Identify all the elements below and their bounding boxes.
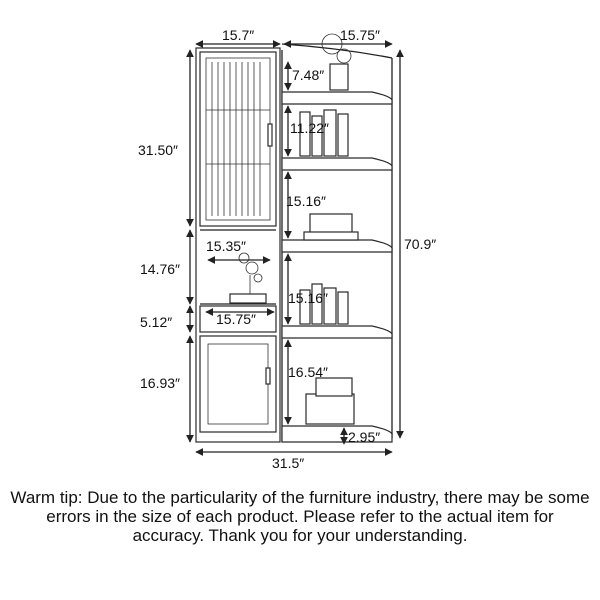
right-width-label: 15.75″ — [340, 27, 380, 43]
base-height-label: 2.95″ — [348, 429, 380, 445]
dimension-labels: 15.7″ 15.75″ 7.48″ 11.22″ 31.50″ 15.16″ … — [138, 27, 436, 471]
shelf-4-height-label: 15.16″ — [288, 290, 328, 306]
glass-door — [199, 51, 277, 227]
left-width-label: 15.7″ — [222, 27, 254, 43]
dimension-lines — [186, 40, 404, 456]
open-shelf-depth-label: 15.35″ — [206, 238, 246, 254]
drawer-width-label: 15.75″ — [216, 311, 256, 327]
left-cabinet — [195, 47, 281, 443]
shelf-3-height-label: 15.16″ — [286, 193, 326, 209]
shelf-2-height-label: 11.22″ — [290, 120, 329, 136]
glass-door-handle — [267, 123, 273, 147]
lower-cabinet-height-label: 16.93″ — [140, 375, 180, 391]
corner-shelf — [281, 33, 393, 443]
drawer-height-label: 5.12″ — [140, 314, 172, 330]
total-width-label: 31.5″ — [272, 455, 304, 471]
top-shelf-height-label: 7.48″ — [292, 67, 324, 83]
lower-door-handle — [265, 367, 271, 385]
glass-door-height-label: 31.50″ — [138, 142, 178, 158]
total-height-label: 70.9″ — [404, 236, 436, 252]
shelf-5-height-label: 16.54″ — [288, 364, 328, 380]
open-section-height-label: 14.76″ — [140, 261, 180, 277]
lower-cabinet-door — [199, 335, 277, 433]
warm-tip-note: Warm tip: Due to the particularity of th… — [10, 488, 590, 545]
